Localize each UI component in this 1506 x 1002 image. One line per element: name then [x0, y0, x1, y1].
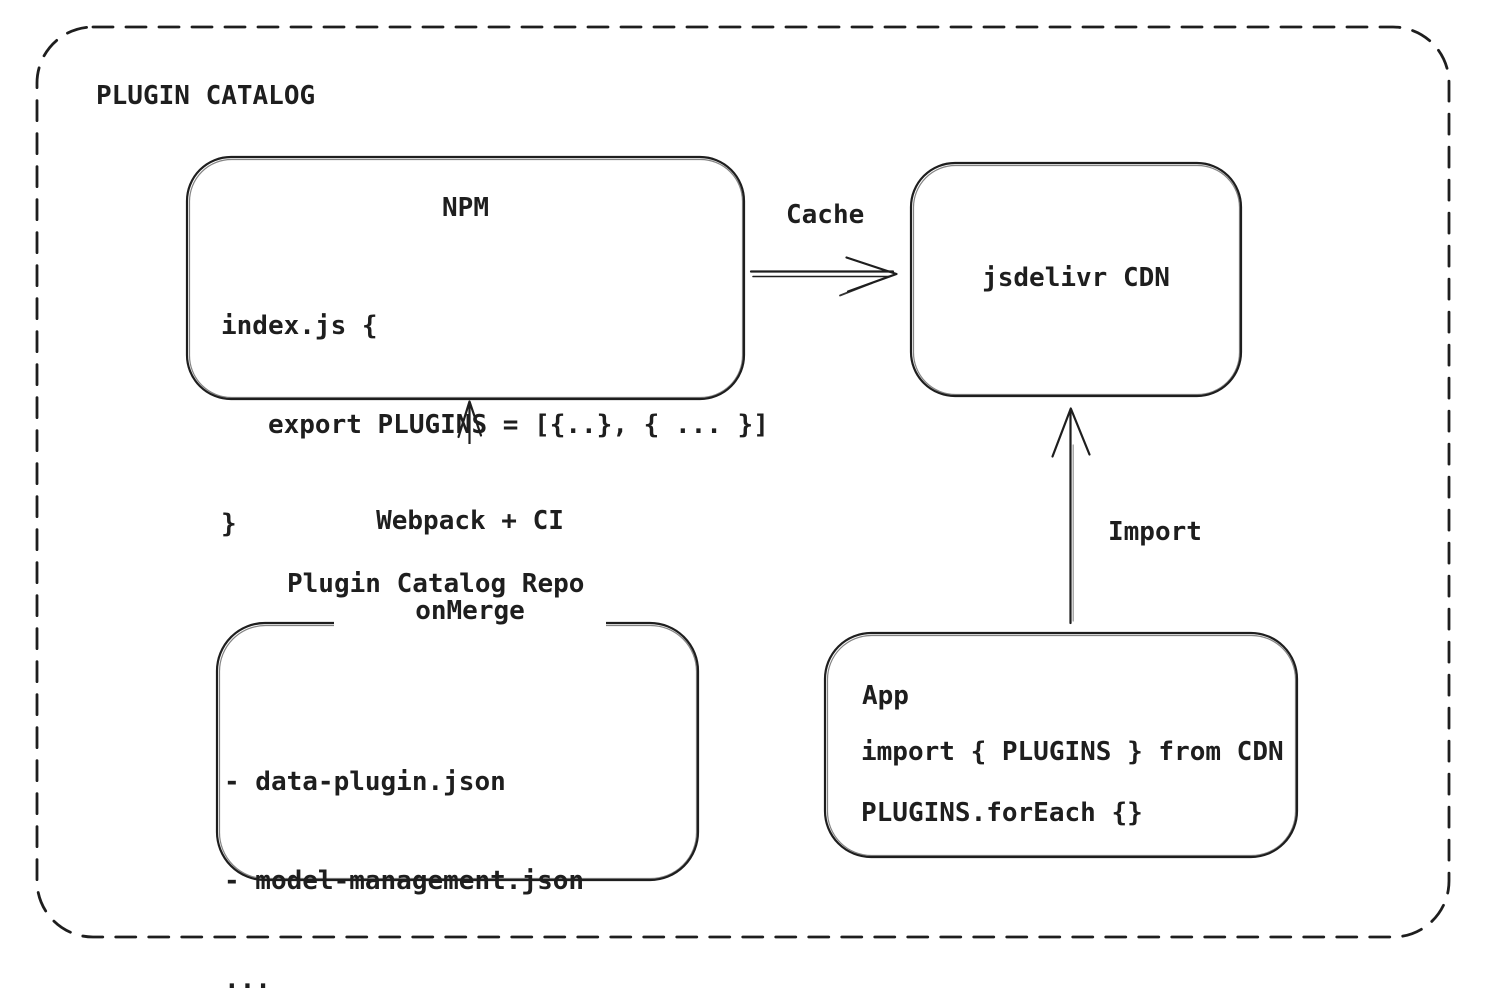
build-arrow-label-line: Webpack + CI — [376, 506, 564, 536]
repo-item: - model-management.json — [224, 866, 585, 896]
import-arrow — [1051, 407, 1091, 625]
npm-box-title: NPM — [442, 193, 489, 223]
repo-label: Plugin Catalog Repo — [287, 569, 585, 599]
import-arrow-label: Import — [1108, 517, 1202, 547]
cache-arrow — [749, 256, 898, 297]
repo-item: ... — [224, 965, 271, 995]
cache-arrow-label: Cache — [786, 200, 865, 230]
npm-code-line: index.js { — [221, 311, 378, 341]
outer-dashed-border — [35, 25, 1451, 939]
app-code-line: import { PLUGINS } from CDN — [861, 737, 1284, 767]
cdn-box-label: jsdelivr CDN — [982, 263, 1170, 293]
build-arrow-label: Webpack + CI onMerge — [334, 444, 606, 690]
build-arrow-label-line: onMerge — [415, 596, 525, 626]
npm-code-line: } — [221, 509, 237, 539]
repo-item-list: - data-plugin.json - model-management.js… — [224, 700, 584, 1002]
repo-item: - data-plugin.json — [224, 767, 506, 797]
app-code-line: PLUGINS.forEach {} — [861, 798, 1143, 828]
diagram-title: PLUGIN CATALOG — [96, 81, 316, 111]
npm-code-line: export PLUGINS = [{..}, { ... }] — [221, 410, 769, 440]
cdn-box-shape — [909, 161, 1243, 398]
npm-box-shape — [185, 155, 746, 401]
app-box-title: App — [862, 681, 909, 711]
npm-code-block: index.js { export PLUGINS = [{..}, { ...… — [221, 244, 769, 607]
app-box-shape — [823, 631, 1299, 859]
